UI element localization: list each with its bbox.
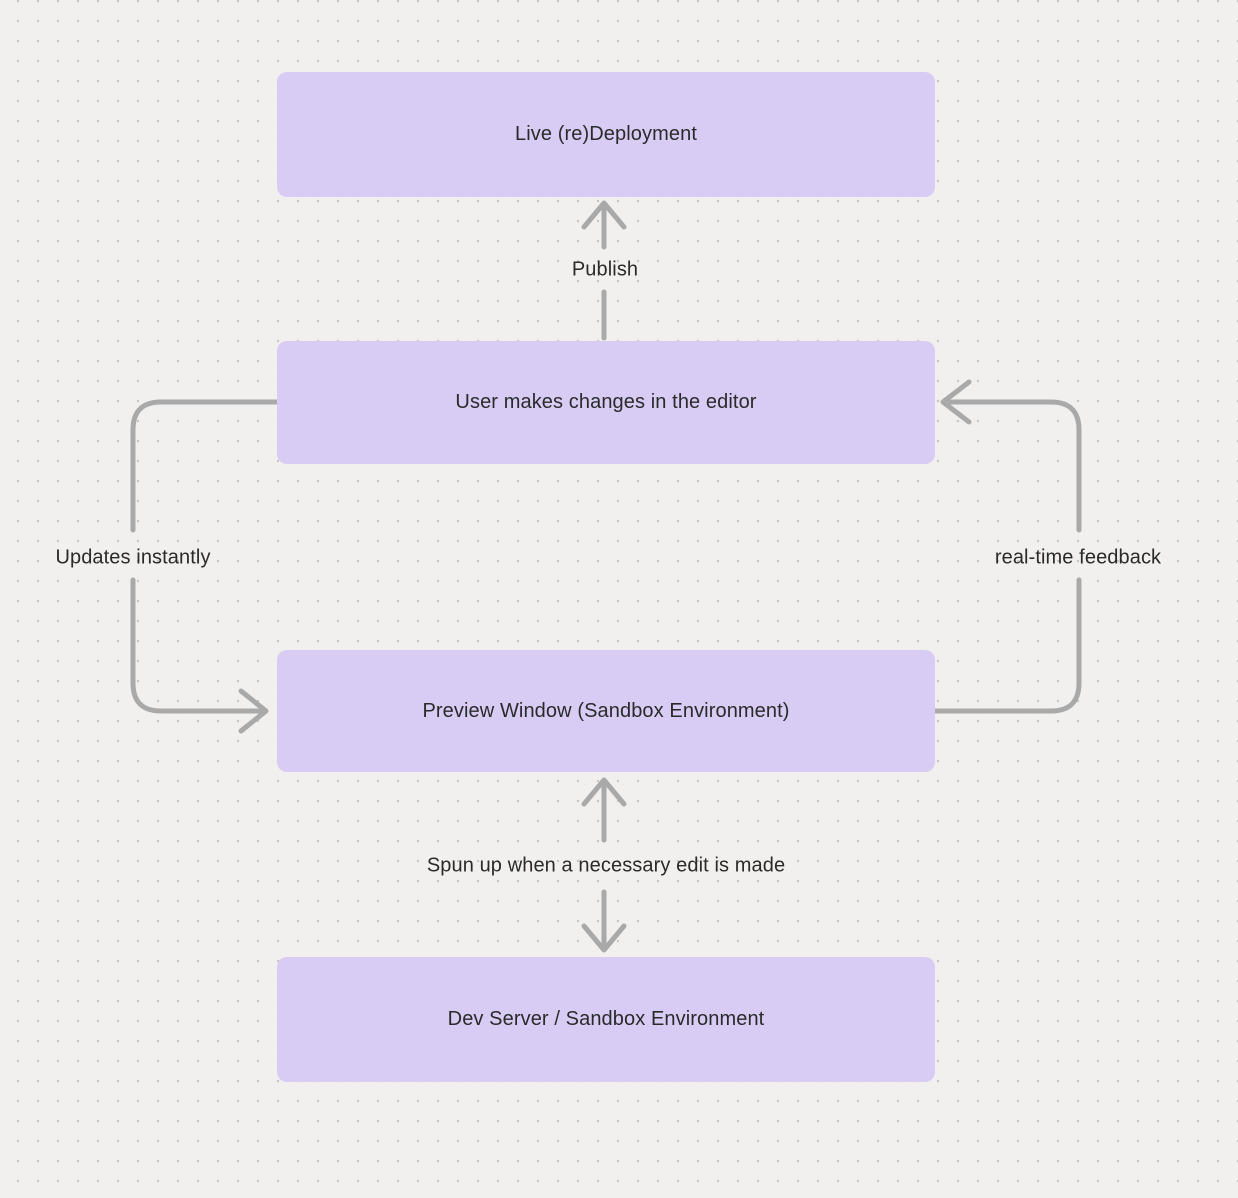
- edge-feedback-line-lower: [932, 577, 1082, 714]
- edge-publish-arrowhead-up: [581, 200, 627, 230]
- node-live-redeployment[interactable]: Live (re)Deployment: [277, 72, 935, 197]
- node-user-editor-label: User makes changes in the editor: [455, 391, 757, 413]
- node-preview-window-label: Preview Window (Sandbox Environment): [422, 699, 790, 722]
- edge-spunup-arrowhead-down: [581, 923, 627, 953]
- edge-updates-instantly[interactable]: [130, 399, 280, 734]
- node-live-redeployment-label: Live (re)Deployment: [515, 123, 697, 145]
- edge-label-real-time-feedback: real-time feedback: [994, 546, 1162, 569]
- node-user-editor[interactable]: User makes changes in the editor: [277, 341, 935, 464]
- edge-label-updates-instantly: Updates instantly: [55, 546, 211, 569]
- edge-feedback-line-upper: [947, 399, 1082, 533]
- node-preview-window[interactable]: Preview Window (Sandbox Environment): [277, 650, 935, 772]
- edge-spunup-arrowhead-up: [581, 777, 627, 807]
- edge-real-time-feedback[interactable]: [932, 379, 1082, 714]
- edge-publish[interactable]: [581, 200, 627, 341]
- node-dev-server[interactable]: Dev Server / Sandbox Environment: [277, 957, 935, 1082]
- edge-label-publish: Publish: [571, 258, 639, 281]
- edge-updates-arrowhead-right: [238, 688, 269, 734]
- node-dev-server-label: Dev Server / Sandbox Environment: [447, 1008, 765, 1030]
- edge-spun-up[interactable]: [581, 777, 627, 953]
- edge-updates-line-upper: [130, 399, 280, 533]
- edge-feedback-arrowhead-left: [940, 379, 972, 425]
- edge-updates-line-lower: [130, 577, 263, 714]
- edge-label-spun-up: Spun up when a necessary edit is made: [426, 854, 786, 877]
